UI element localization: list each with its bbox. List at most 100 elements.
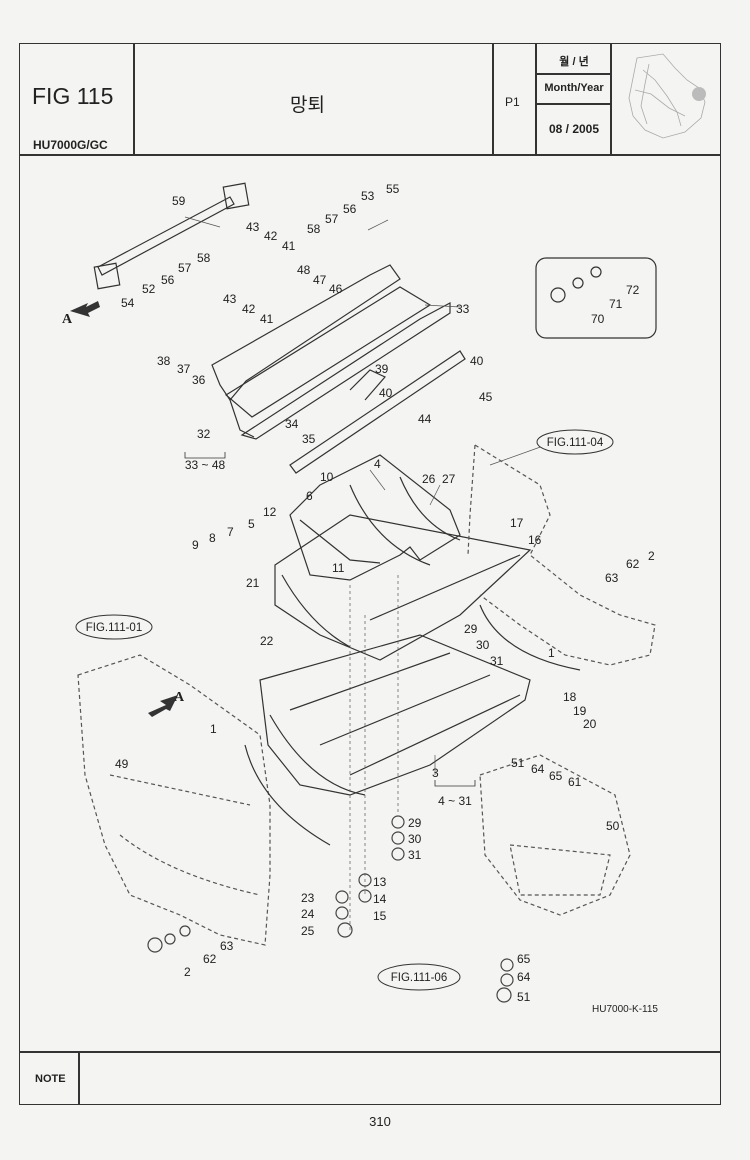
header-divider-1 <box>133 43 135 155</box>
callout-43-a: 43 <box>246 220 260 234</box>
callout-10: 10 <box>320 470 334 484</box>
callout-13: 13 <box>373 875 387 889</box>
callout-2-b: 2 <box>184 965 191 979</box>
callout-65-b: 65 <box>517 952 531 966</box>
fig-111-06-ref: FIG.111-06 <box>377 963 461 991</box>
hardware-callout-box <box>535 257 657 339</box>
callout-64-a: 64 <box>531 762 545 776</box>
callout-36: 36 <box>192 373 206 387</box>
fig-111-04-ref: FIG.111-04 <box>536 429 614 455</box>
drawing-code: HU7000-K-115 <box>592 1004 658 1015</box>
shaft-assembly-59 <box>93 182 250 290</box>
callout-41-b: 41 <box>260 312 274 326</box>
page-frame <box>19 43 721 1105</box>
callout-64-b: 64 <box>517 970 531 984</box>
callout-32: 32 <box>197 427 211 441</box>
page-code: P1 <box>505 95 520 109</box>
figure-number: FIG 115 <box>32 83 114 109</box>
callout-63-b: 63 <box>220 939 234 953</box>
callout-18: 18 <box>563 690 577 704</box>
header-divider-3 <box>535 43 537 155</box>
callout-57-b: 57 <box>178 261 192 275</box>
callout-49: 49 <box>115 757 129 771</box>
side-panel-fig-111-01 <box>77 654 271 946</box>
callout-4: 4 <box>374 457 381 471</box>
callout-25: 25 <box>301 924 315 938</box>
exploded-parts-diagram: A A FIG.111-04 FIG.111-01 FIG.111-06 33 … <box>62 182 657 1004</box>
callout-65-a: 65 <box>549 769 563 783</box>
callout-33: 33 <box>456 302 470 316</box>
revision-date: 08 / 2005 <box>548 122 600 136</box>
fig-111-01-ref: FIG.111-01 <box>75 614 153 640</box>
range-label-4-31: 4 ~ 31 <box>438 794 472 808</box>
callout-30-a: 30 <box>476 638 490 652</box>
callout-50: 50 <box>606 819 620 833</box>
callout-16: 16 <box>528 533 542 547</box>
callout-21: 21 <box>246 576 260 590</box>
cylinder-frame-3 <box>259 634 531 796</box>
note-label: NOTE <box>35 1073 66 1085</box>
ref-label-111-06: FIG.111-06 <box>391 972 447 984</box>
callout-43-b: 43 <box>223 292 237 306</box>
side-panel-fig-111-04 <box>467 444 656 666</box>
direction-arrow-lower <box>148 695 178 717</box>
callout-12: 12 <box>263 505 277 519</box>
callout-72: 72 <box>626 283 640 297</box>
callout-6: 6 <box>306 489 313 503</box>
callout-40-b: 40 <box>379 386 393 400</box>
month-year-korean: 월 / 년 <box>559 56 589 68</box>
hardware-stack-center <box>335 815 405 938</box>
callout-39: 39 <box>375 362 389 376</box>
callout-35: 35 <box>302 432 316 446</box>
callout-29-b: 29 <box>408 816 422 830</box>
callout-53: 53 <box>361 189 375 203</box>
callout-41-a: 41 <box>282 239 296 253</box>
callout-48-a: 48 <box>297 263 311 277</box>
callout-5: 5 <box>248 517 255 531</box>
header-date-rule-1 <box>535 73 611 75</box>
callout-20: 20 <box>583 717 597 731</box>
callout-22: 22 <box>260 634 274 648</box>
header-divider-2 <box>492 43 494 155</box>
callout-19: 19 <box>573 704 587 718</box>
locator-thumbnail <box>628 53 706 139</box>
callout-42-a: 42 <box>264 229 278 243</box>
callout-40-a: 40 <box>470 354 484 368</box>
header-divider-4 <box>610 43 612 155</box>
callout-44: 44 <box>418 412 432 426</box>
callout-27: 27 <box>442 472 456 486</box>
callout-51-b: 51 <box>517 990 531 1004</box>
concave-frame-21 <box>274 514 532 661</box>
callout-15: 15 <box>373 909 387 923</box>
callout-31-a: 31 <box>490 654 504 668</box>
page-title: 망퇴 <box>290 94 325 116</box>
callout-38: 38 <box>157 354 171 368</box>
callout-63-a: 63 <box>605 571 619 585</box>
arc-plate-1-upper <box>479 604 581 671</box>
callout-71: 71 <box>609 297 623 311</box>
housing-assembly-32 <box>211 264 466 474</box>
callout-51-a: 51 <box>511 756 525 770</box>
page-number: 310 <box>369 1114 391 1129</box>
callout-52: 52 <box>142 282 156 296</box>
range-label-33-48: 33 ~ 48 <box>185 458 226 472</box>
hardware-stack-left <box>147 925 191 953</box>
ref-label-111-01: FIG.111-01 <box>86 622 142 634</box>
concave-grate-4 <box>289 454 461 581</box>
callout-3: 3 <box>432 766 439 780</box>
callout-61: 61 <box>568 775 582 789</box>
header-date-rule-2 <box>535 103 611 105</box>
callout-17: 17 <box>510 516 524 530</box>
callout-62-a: 62 <box>626 557 640 571</box>
callout-1-a: 1 <box>548 646 555 660</box>
arc-plate-1-lower <box>244 744 331 846</box>
callout-58-b: 58 <box>197 251 211 265</box>
header-bottom-rule <box>19 154 721 156</box>
callout-58-a: 58 <box>307 222 321 236</box>
callout-14: 14 <box>373 892 387 906</box>
callout-56-a: 56 <box>343 202 357 216</box>
callout-23: 23 <box>301 891 315 905</box>
callout-45: 45 <box>479 390 493 404</box>
callout-34: 34 <box>285 417 299 431</box>
callout-46: 46 <box>329 282 343 296</box>
